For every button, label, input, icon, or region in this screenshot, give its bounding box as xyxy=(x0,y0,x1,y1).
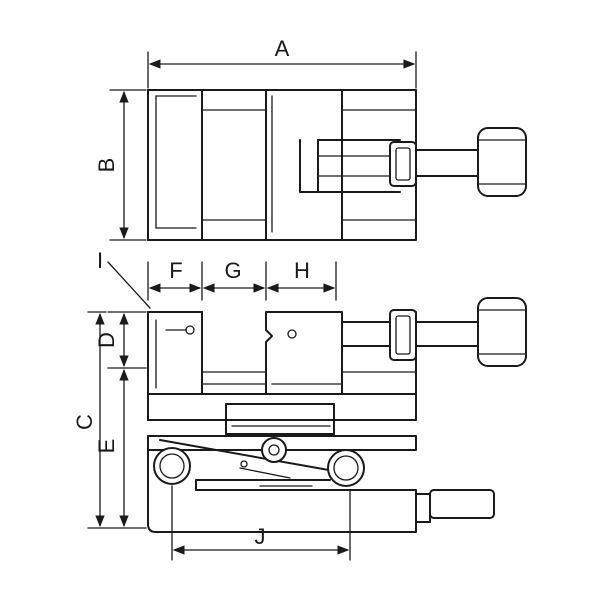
dimension-b-label: B xyxy=(94,158,119,173)
top-view-body xyxy=(147,89,417,241)
dimension-a-label: A xyxy=(275,36,290,61)
swivel-block xyxy=(225,403,335,435)
upper-base-plate xyxy=(147,393,417,421)
adjust-screw xyxy=(429,489,495,519)
dimension-i-label: I xyxy=(97,248,103,273)
side-view xyxy=(147,297,527,533)
roller-right xyxy=(327,449,365,487)
knob-top xyxy=(477,127,527,197)
fixed-jaw-pin xyxy=(185,325,195,335)
dimension-f-label: F xyxy=(169,258,182,283)
knob-side xyxy=(477,297,527,367)
dimension-e-label: E xyxy=(94,439,119,454)
top-view xyxy=(147,89,527,241)
dimension-d-label: D xyxy=(94,332,119,348)
dimension-i-leader xyxy=(107,261,151,309)
moving-jaw-top xyxy=(265,89,343,241)
moving-jaw-side xyxy=(265,311,343,395)
tilt-base xyxy=(147,449,417,533)
dimension-g-label: G xyxy=(224,258,241,283)
dimension-c-label: C xyxy=(72,414,97,430)
center-cam xyxy=(261,437,287,463)
nut-block-side xyxy=(389,309,417,361)
dimension-j-label: J xyxy=(255,524,266,549)
dimension-h-label: H xyxy=(294,258,310,283)
pivot-roller-left xyxy=(153,447,191,485)
fixed-jaw-top xyxy=(147,89,203,241)
adjust-screw-collar xyxy=(415,493,431,523)
moving-jaw-pin xyxy=(287,329,297,339)
